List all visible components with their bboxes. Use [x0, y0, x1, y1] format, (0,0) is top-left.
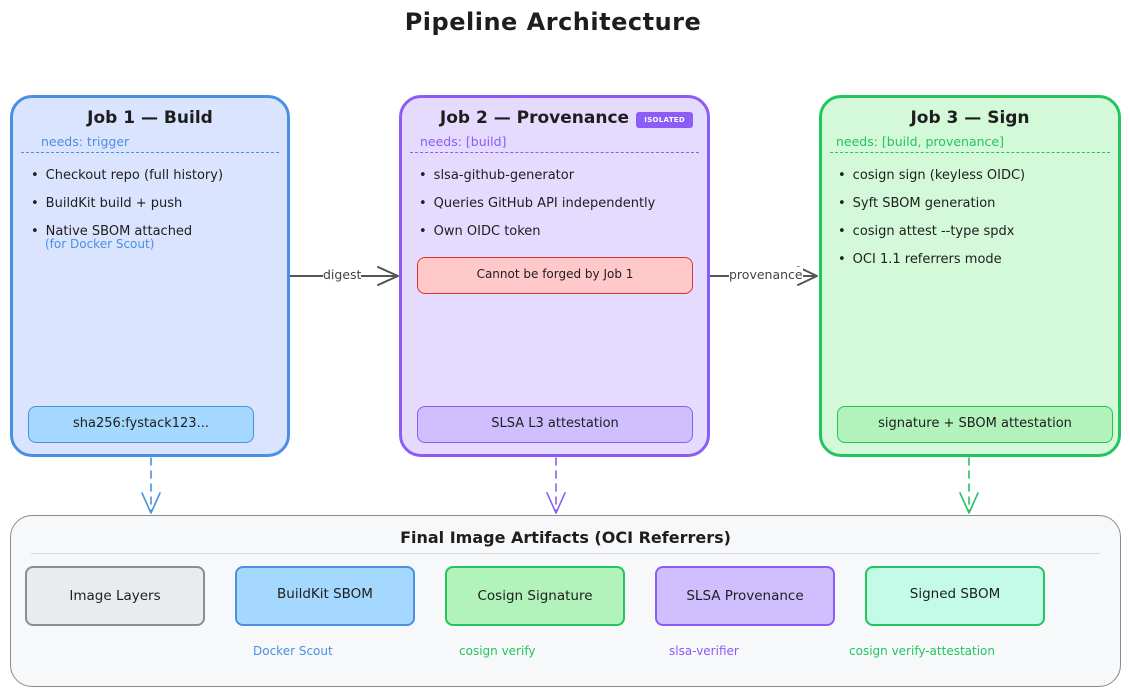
list-item: BuildKit build + push [31, 190, 223, 218]
job-provenance-box: Job 2 — Provenance ISOLATED needs: [buil… [399, 95, 710, 457]
job-provenance-output: SLSA L3 attestation [417, 406, 693, 443]
list-item: Own OIDC token [419, 218, 655, 246]
job-provenance-title: Job 2 — Provenance [439, 108, 630, 128]
divider [31, 553, 1100, 554]
list-item: Syft SBOM generation [838, 190, 1025, 218]
job-provenance-needs: needs: [build] [420, 134, 507, 149]
isolated-badge: ISOLATED [636, 112, 693, 128]
edge-label-provenance: provenance [729, 267, 803, 282]
forgery-warning: Cannot be forged by Job 1 [417, 257, 693, 294]
artifact-buildkit-sbom: BuildKit SBOM [235, 566, 415, 626]
list-item: cosign sign (keyless OIDC) [838, 162, 1025, 190]
list-item: Native SBOM attached [31, 218, 223, 246]
list-item: cosign attest --type spdx [838, 218, 1025, 246]
final-artifacts-title: Final Image Artifacts (OCI Referrers) [400, 528, 731, 547]
job-provenance-steps: slsa-github-generator Queries GitHub API… [419, 162, 656, 246]
job-sign-title: Job 3 — Sign [910, 108, 1030, 128]
job-build-steps: Checkout repo (full history) BuildKit bu… [31, 162, 223, 246]
edge-label-digest: digest [323, 267, 362, 282]
artifact-signed-sbom: Signed SBOM [865, 566, 1045, 626]
job-build-box: Job 1 — Build needs: trigger Checkout re… [10, 95, 290, 457]
artifact-image-layers: Image Layers [25, 566, 205, 626]
list-item: slsa-github-generator [419, 162, 655, 190]
tool-docker-scout: Docker Scout [253, 644, 333, 658]
divider [410, 152, 699, 153]
job-sign-box: Job 3 — Sign needs: [build, provenance] … [819, 95, 1121, 457]
artifact-cosign-signature: Cosign Signature [445, 566, 625, 626]
job-build-subnote: (for Docker Scout) [45, 237, 155, 251]
job-sign-steps: cosign sign (keyless OIDC) Syft SBOM gen… [838, 162, 1025, 274]
job-build-needs: needs: trigger [41, 134, 130, 149]
tool-slsa-verifier: slsa-verifier [669, 644, 739, 658]
job-build-output: sha256:fystack123... [28, 406, 254, 443]
list-item: OCI 1.1 referrers mode [838, 246, 1025, 274]
diagram-title: Pipeline Architecture [404, 8, 702, 36]
artifact-slsa-provenance: SLSA Provenance [655, 566, 835, 626]
job-build-title: Job 1 — Build [87, 108, 213, 128]
divider [21, 152, 279, 153]
final-artifacts-panel: Final Image Artifacts (OCI Referrers) Im… [10, 515, 1121, 687]
job-sign-needs: needs: [build, provenance] [836, 134, 1004, 149]
tool-cosign-verify-attestation: cosign verify-attestation [849, 644, 995, 658]
divider [830, 152, 1110, 153]
list-item: Checkout repo (full history) [31, 162, 223, 190]
tool-cosign-verify: cosign verify [459, 644, 536, 658]
list-item: Queries GitHub API independently [419, 190, 656, 218]
job-sign-output: signature + SBOM attestation [837, 406, 1113, 443]
